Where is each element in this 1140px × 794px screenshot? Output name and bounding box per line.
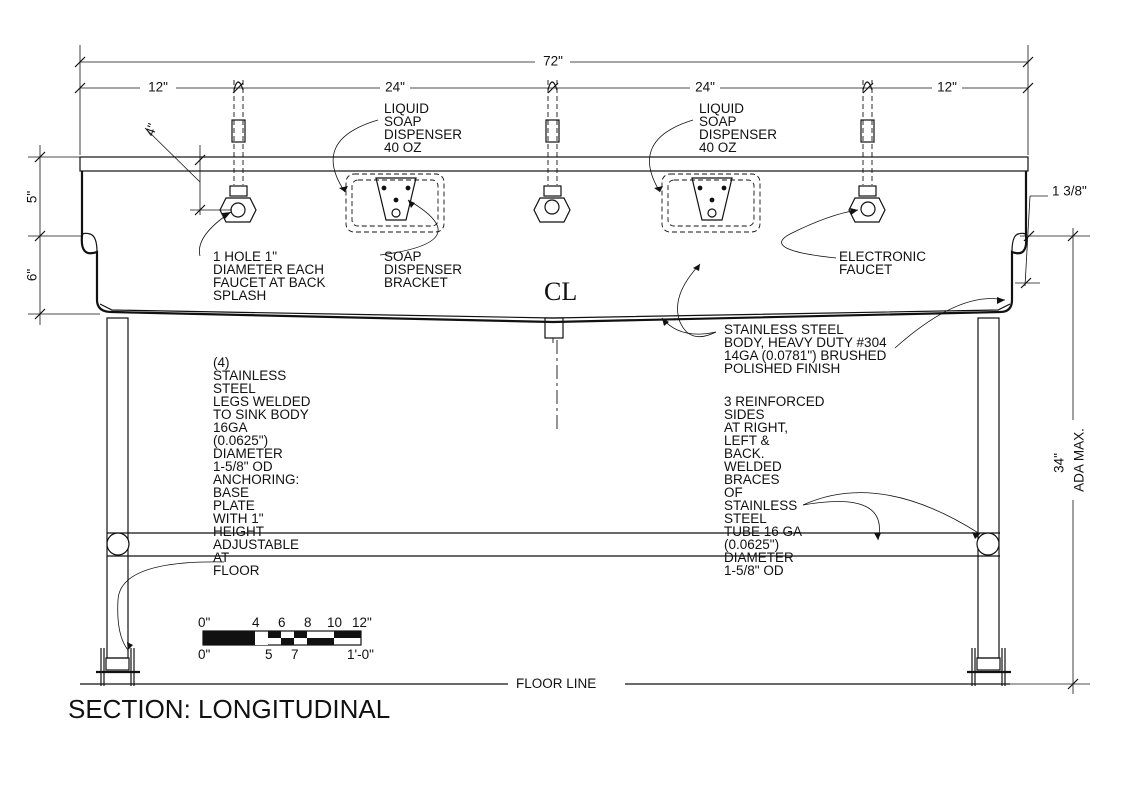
right-dimensions: 1 3/8" 34" ADA MAX.	[1010, 184, 1090, 694]
callout-body: STAINLESS STEEL BODY, HEAVY DUTY #304 14…	[724, 322, 890, 376]
dim-segment-right: 12"	[937, 80, 957, 95]
faucet-left	[219, 80, 257, 223]
scale-bottom-0: 0"	[198, 647, 211, 662]
centerline-symbol: CL	[544, 277, 577, 306]
scale-top-8: 8	[304, 615, 312, 630]
scale-top-12: 12"	[352, 615, 372, 630]
dim-overall: 72"	[543, 54, 563, 69]
floor-line: FLOOR LINE	[80, 676, 1010, 691]
dim-backsplash: 5"	[25, 191, 40, 204]
callout-soap-right: LIQUID SOAP DISPENSER 40 OZ	[699, 101, 781, 155]
overall-dimension: 72"	[74, 45, 1034, 155]
leader-lines	[117, 119, 1006, 651]
dim-segment-mid-right: 24"	[695, 80, 715, 95]
floor-line-label: FLOOR LINE	[516, 676, 596, 691]
soap-dispenser-left	[345, 173, 445, 233]
dim-segment-mid-left: 24"	[385, 80, 405, 95]
scale-top-6: 6	[278, 615, 286, 630]
scale-bar: 0" 4 6 8 10 12" 0" 5 7 1'-0"	[198, 615, 374, 662]
faucet-center	[533, 80, 571, 223]
scale-bottom-7: 7	[291, 647, 299, 662]
sink-body	[79, 156, 1029, 345]
scale-bottom-5: 5	[265, 647, 273, 662]
dim-bowl-depth: 6"	[25, 269, 40, 282]
callout-legs: (4) STAINLESS STEEL LEGS WELDED TO SINK …	[213, 355, 314, 578]
left-dimensions: 5" 6"	[25, 145, 100, 325]
callout-soap-left: LIQUID SOAP DISPENSER 40 OZ	[384, 101, 466, 155]
soap-dispenser-right	[661, 173, 761, 233]
callout-bracket: SOAP DISPENSER BRACKET	[384, 249, 466, 290]
scale-top-10: 10	[327, 615, 342, 630]
faucet-right	[848, 80, 886, 223]
dim-rim: 1 3/8"	[1052, 184, 1087, 199]
callout-faucet: ELECTRONIC FAUCET	[839, 249, 930, 277]
drawing-title: SECTION: LONGITUDINAL	[68, 694, 390, 724]
scale-bottom-12: 1'-0"	[347, 647, 374, 662]
dim-height-note: ADA MAX.	[1072, 428, 1087, 492]
centerline: CL	[544, 277, 577, 432]
hole-offset-dimension: 4"	[142, 121, 232, 216]
dim-segment-left: 12"	[148, 80, 168, 95]
segment-dimensions: 12" 24" 24" 12"	[74, 80, 1034, 95]
scale-top-0: 0"	[198, 615, 211, 630]
dim-hole-offset: 4"	[142, 121, 160, 138]
scale-top-4: 4	[252, 615, 260, 630]
sink-legs	[96, 317, 1011, 686]
dim-height: 34"	[1052, 453, 1067, 473]
callout-sides: 3 REINFORCED SIDES AT RIGHT, LEFT & BACK…	[724, 394, 828, 578]
callout-hole: 1 HOLE 1" DIAMETER EACH FAUCET AT BACK S…	[213, 249, 329, 303]
